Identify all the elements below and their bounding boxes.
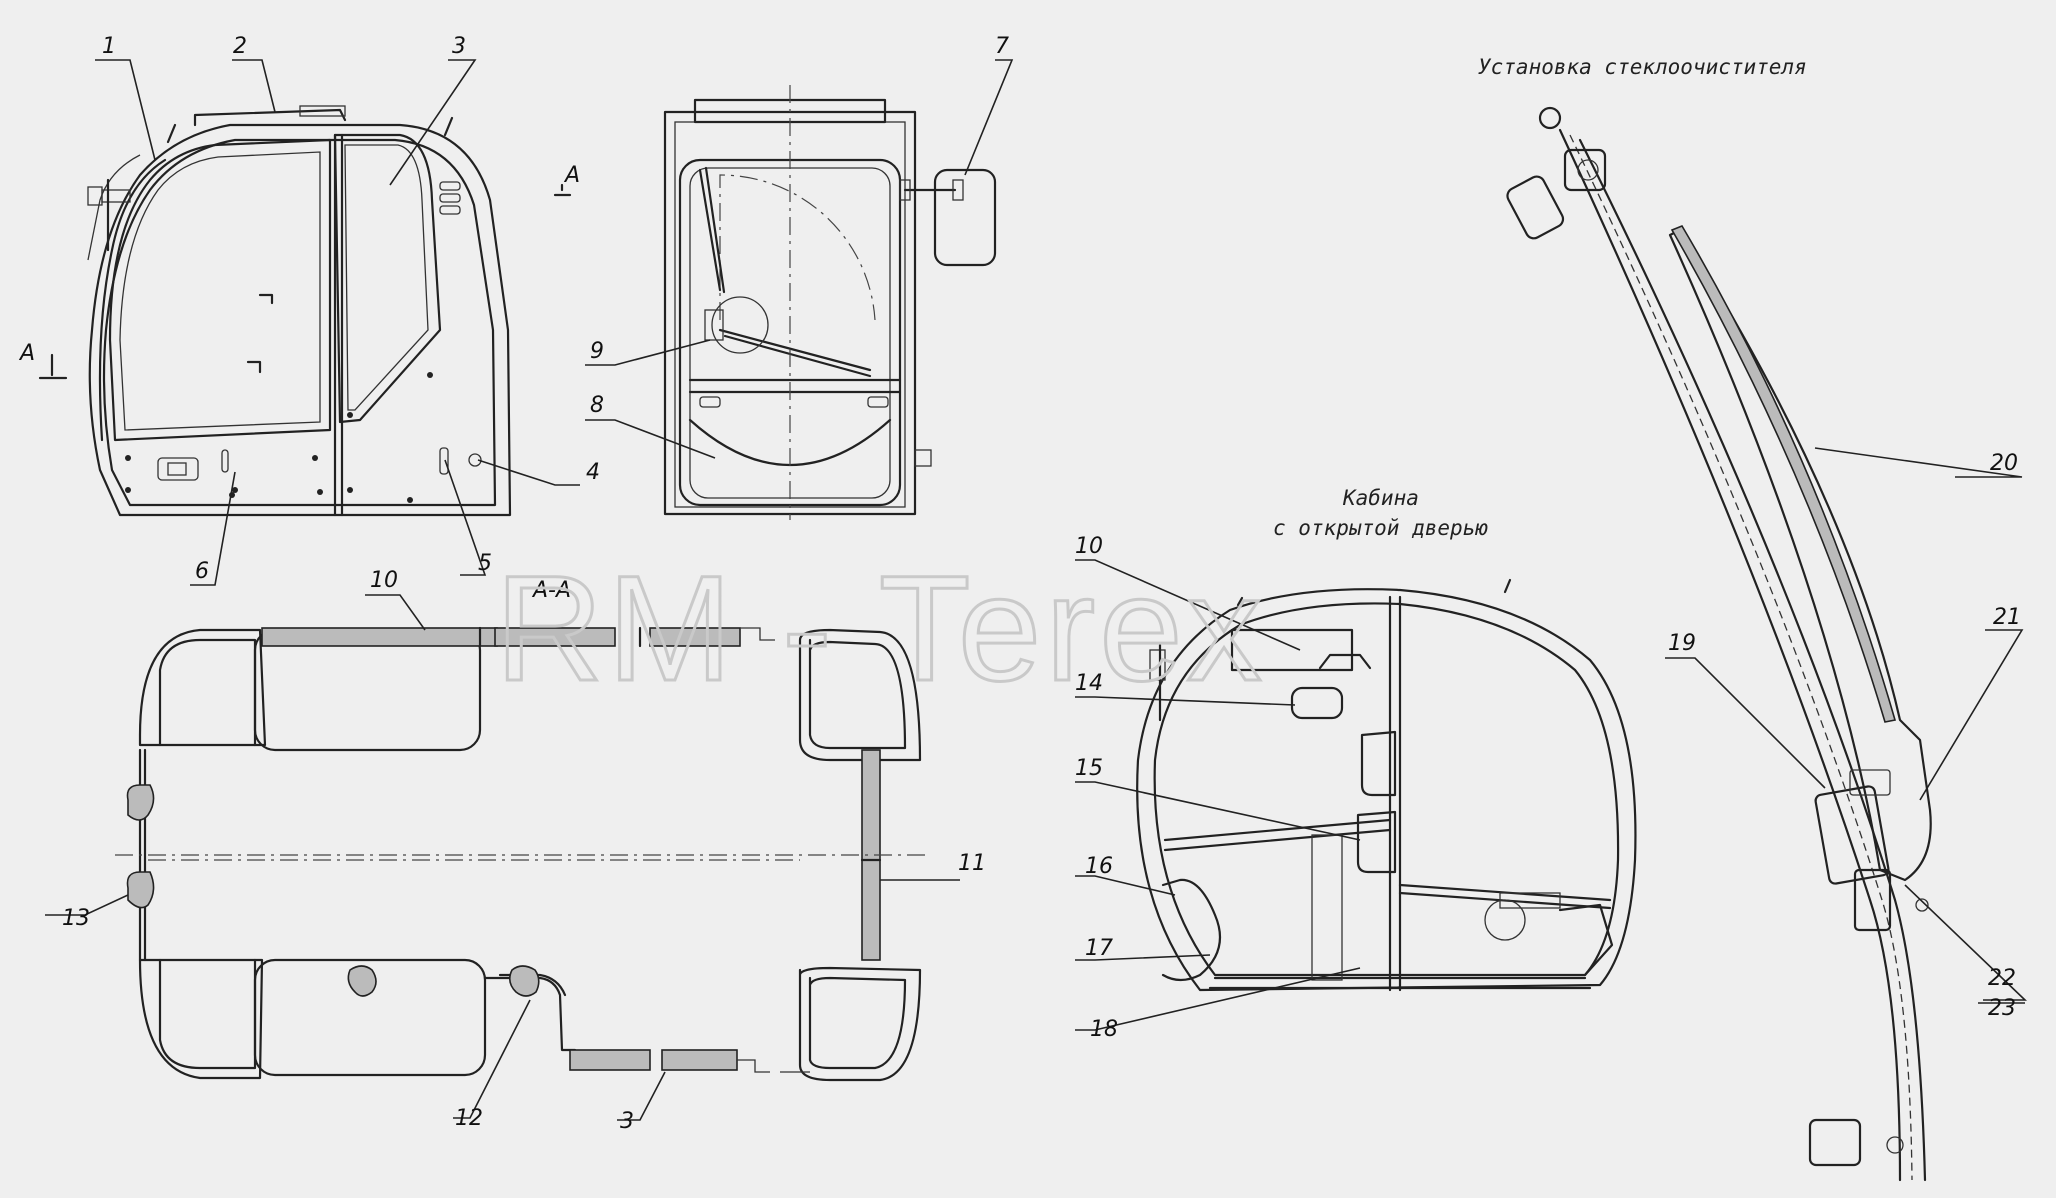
callout-6: 6 [195,559,209,584]
callout-9: 9 [590,339,604,364]
callout-3-section: 3 [620,1109,634,1134]
caption-wiper-installation: Установка стеклоочистителя [1478,55,1807,79]
leader-lines [45,59,2027,1121]
callout-13: 13 [62,906,90,931]
callout-2: 2 [233,34,247,59]
captions: Установка стеклоочистителя Кабина с откр… [18,55,1807,603]
callout-1: 1 [102,34,116,59]
callout-20: 20 [1990,451,2018,476]
watermark: RM - Terex [495,544,1266,712]
callout-numbers: 1 2 3 4 5 6 7 8 9 10 10 11 12 13 14 15 1… [62,34,2021,1134]
callout-21: 21 [1993,605,2021,630]
cab-open-door-view [1136,578,1637,992]
caption-cab-open-door-line1: Кабина [1342,486,1419,510]
callout-14: 14 [1075,671,1103,696]
section-aa-view [115,626,930,1082]
callout-10-section: 10 [370,568,398,593]
callout-18: 18 [1090,1017,1118,1042]
wiper-installation-view [1506,106,1932,1182]
view-arrow-a-left: А [18,341,35,366]
callout-17: 17 [1085,936,1113,961]
callout-5: 5 [478,551,492,576]
caption-cab-open-door-line2: с открытой дверью [1273,516,1488,540]
callout-19: 19 [1668,631,1696,656]
callout-16: 16 [1085,854,1113,879]
callout-23: 23 [1988,996,2016,1021]
callout-12: 12 [455,1106,483,1131]
callout-22: 22 [1988,966,2016,991]
callout-11: 11 [958,851,986,876]
callout-7: 7 [995,34,1009,59]
callout-8: 8 [590,393,604,418]
callout-3: 3 [452,34,466,59]
cab-side-view [38,105,572,517]
callout-10-open-door: 10 [1075,534,1103,559]
section-aa-label: А-А [531,578,571,603]
cab-front-view [663,85,997,520]
callout-4: 4 [586,460,600,485]
view-arrow-a-top: А [563,163,580,188]
callout-15: 15 [1075,756,1103,781]
